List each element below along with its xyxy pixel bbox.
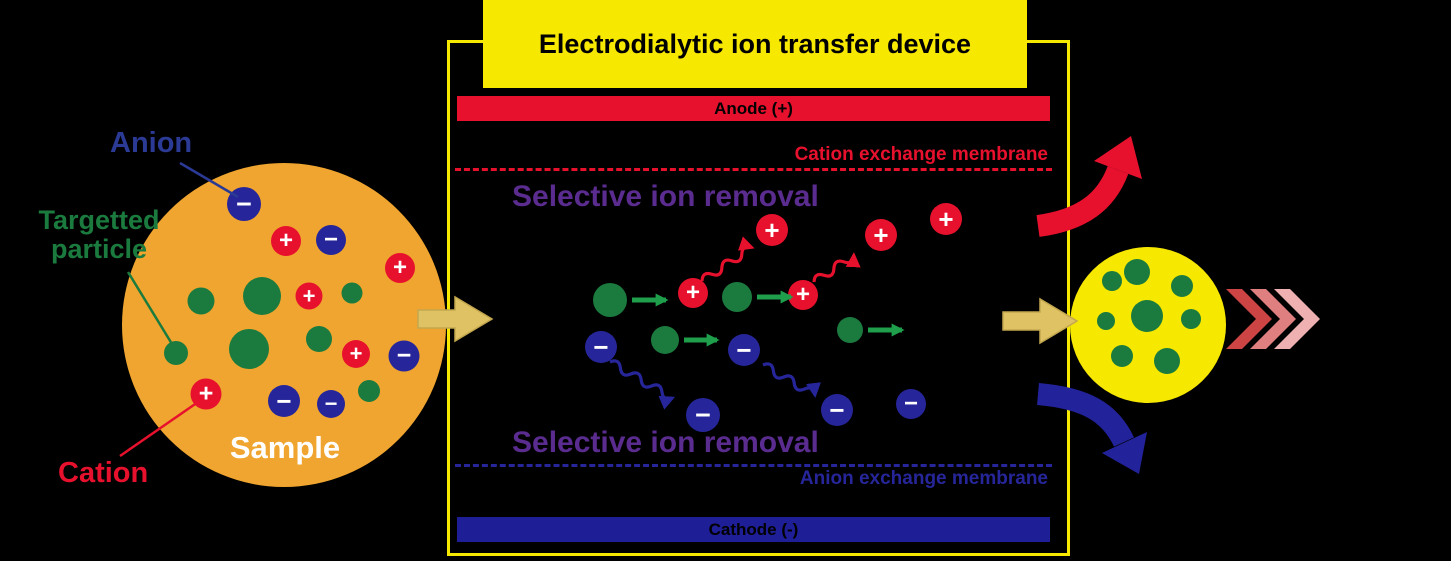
- target-particle: [187, 287, 215, 315]
- anion-particle: −: [388, 340, 420, 372]
- target-particle: [358, 380, 380, 402]
- target-particle: [1181, 309, 1201, 329]
- target-particle: [164, 341, 188, 365]
- target-particle: [1097, 312, 1115, 330]
- anion-particle: −: [316, 225, 346, 255]
- target-particle-label: Targetted particle: [18, 206, 180, 264]
- target-particle: [243, 277, 281, 315]
- anion-particle: −: [227, 187, 261, 221]
- selective-ion-removal-top-label: Selective ion removal: [512, 180, 819, 213]
- cation-particle: +: [342, 340, 370, 368]
- cation-particle: +: [190, 378, 222, 410]
- target-particle: [306, 326, 332, 352]
- anion-particle: −: [821, 394, 853, 426]
- cation-particle: +: [295, 282, 323, 310]
- target-particle: [229, 329, 269, 369]
- cation-particle: +: [788, 280, 818, 310]
- target-particle: [1111, 345, 1133, 367]
- anion-particle: −: [686, 398, 720, 432]
- anion-particle: −: [896, 389, 926, 419]
- anion-membrane-label: Anion exchange membrane: [799, 468, 1048, 489]
- anion-label: Anion: [110, 127, 193, 159]
- cation-label: Cation: [58, 457, 149, 489]
- anion-particle: −: [268, 385, 300, 417]
- anion-particle: −: [317, 390, 345, 418]
- cation-particle: +: [865, 219, 897, 251]
- target-particle: [1154, 348, 1180, 374]
- selective-ion-removal-bottom-label: Selective ion removal: [512, 426, 819, 459]
- target-particle: [1131, 300, 1163, 332]
- cation-exchange-membrane-line: [455, 168, 1052, 171]
- target-particle: [722, 282, 752, 312]
- target-particle: [1171, 275, 1193, 297]
- device-title: Electrodialytic ion transfer device: [483, 0, 1027, 88]
- cathode-bar: Cathode (-): [457, 517, 1050, 542]
- target-label-line2: particle: [50, 233, 148, 264]
- anion-particle: −: [728, 334, 760, 366]
- anion-particle: −: [585, 331, 617, 363]
- target-label-line1: Targetted: [38, 205, 160, 235]
- sample-label: Sample: [229, 430, 341, 465]
- cation-particle: +: [930, 203, 962, 235]
- cation-particle: +: [678, 278, 708, 308]
- anode-bar: Anode (+): [457, 96, 1050, 121]
- cation-particle: +: [385, 253, 415, 283]
- target-particle: [651, 326, 679, 354]
- target-particle: [593, 283, 627, 317]
- target-particle: [837, 317, 863, 343]
- cation-particle: +: [756, 214, 788, 246]
- target-particle: [1124, 259, 1150, 285]
- anion-exchange-membrane-line: [455, 464, 1052, 467]
- cation-membrane-label: Cation exchange membrane: [794, 144, 1048, 165]
- target-particle: [1102, 271, 1122, 291]
- output-chevron-arrows: [1226, 289, 1320, 349]
- cation-particle: +: [271, 226, 301, 256]
- target-particle: [341, 282, 363, 304]
